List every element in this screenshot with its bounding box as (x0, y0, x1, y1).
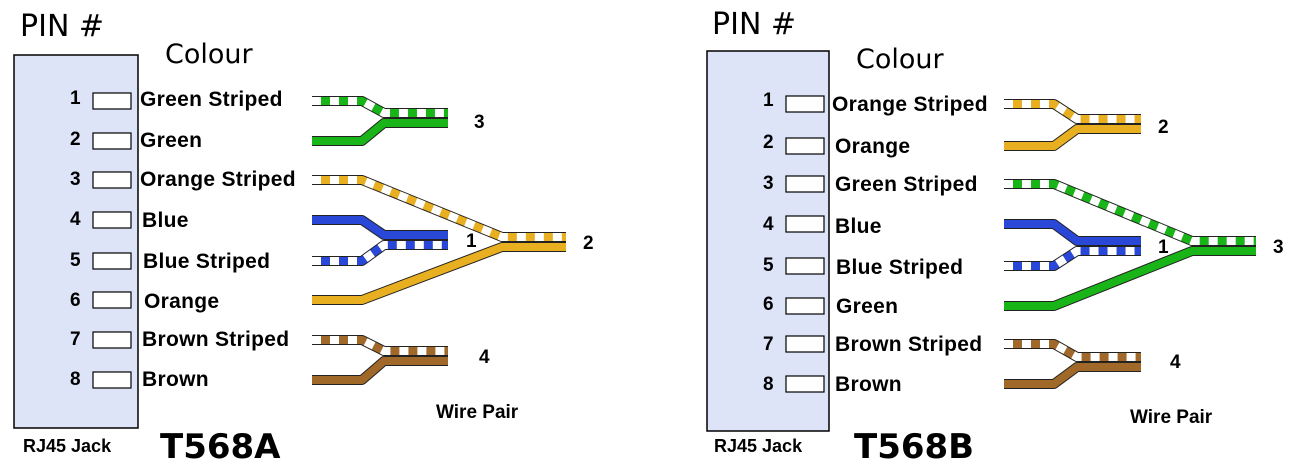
pin-number: 5 (763, 255, 774, 276)
wire-colour-label: Brown (142, 368, 209, 391)
pin-number: 8 (70, 369, 81, 390)
wiring-canvas (706, 50, 1256, 432)
pin-number: 4 (763, 214, 774, 235)
wire-colour-label: Blue Striped (143, 250, 271, 273)
wire-core (312, 243, 566, 304)
pin-socket (785, 137, 825, 155)
pin-number: 7 (70, 329, 81, 350)
pin-socket (92, 92, 132, 110)
wire-stripe (1004, 247, 1141, 270)
pin-number: 6 (70, 290, 81, 311)
pin-number: 8 (763, 374, 774, 395)
rj45-jack-label: RJ45 Jack (714, 436, 803, 456)
wire-core (312, 216, 448, 239)
rj45-jack-body (13, 54, 139, 429)
wire-colour-label: Brown Striped (835, 333, 983, 356)
pin-socket (92, 211, 132, 229)
pair-number: 3 (1273, 237, 1284, 258)
pin-socket (785, 215, 825, 233)
wire-colour-label: Orange (835, 135, 911, 158)
wire-stripe (312, 336, 448, 355)
wire-colour-label: Blue (835, 215, 882, 238)
wire-colour-label: Orange Striped (832, 93, 988, 116)
wire-core (1004, 247, 1256, 310)
pin-socket (92, 371, 132, 389)
pin-number: 6 (763, 294, 774, 315)
wire-stripe (1004, 340, 1141, 361)
wire-colour-label: Brown (835, 373, 902, 396)
pin-number: 4 (70, 209, 81, 230)
pin-socket (785, 257, 825, 275)
standard-title: T568A (160, 427, 281, 467)
wire-colour-label: Brown Striped (142, 328, 290, 351)
wire-core (312, 357, 448, 384)
wiring-canvas (13, 54, 566, 429)
wires (1004, 99, 1256, 389)
wire-colour-label: Blue (142, 209, 189, 232)
pin-header: PIN # (712, 7, 797, 42)
pair-number: 2 (583, 233, 594, 254)
pair-number: 3 (474, 112, 485, 133)
pin-socket (92, 331, 132, 349)
pin-number: 2 (763, 132, 774, 153)
pin-socket (92, 171, 132, 189)
colour-header: Colour (856, 44, 944, 75)
wire-core (1004, 125, 1141, 150)
wire-colour-label: Green (140, 129, 203, 152)
pair-number: 2 (1158, 117, 1169, 138)
pin-socket (785, 335, 825, 353)
pin-number: 7 (763, 334, 774, 355)
wire-colour-label: Green Striped (140, 88, 283, 111)
wires (312, 96, 566, 385)
pin-socket (92, 291, 132, 309)
pin-socket (92, 252, 132, 270)
wire-stripe (312, 176, 566, 241)
diagram-t568b: PIN # Colour 1 2 3 4 5 6 7 8 Orange Stri… (650, 0, 1300, 473)
pair-number: 1 (1158, 237, 1169, 258)
pin-number: 3 (763, 173, 774, 194)
wire-colour-label: Orange (144, 290, 220, 313)
rj45-jack-label: RJ45 Jack (23, 436, 112, 456)
pin-number: 1 (70, 88, 81, 109)
pin-socket (785, 375, 825, 393)
standard-title: T568B (854, 427, 975, 467)
colour-header: Colour (165, 39, 253, 70)
diagram-t568a: PIN # Colour 1 2 3 4 5 6 7 8 Green Strip… (13, 9, 594, 467)
pin-boxes (92, 92, 132, 389)
wire-stripe (312, 97, 448, 117)
pin-number: 5 (70, 250, 81, 271)
pin-socket (785, 95, 825, 113)
wire-stripe (1004, 100, 1141, 123)
rj45-jack-body (706, 50, 830, 432)
pin-boxes (785, 95, 825, 393)
wire-stripe (1004, 180, 1256, 245)
wire-core (1004, 363, 1141, 388)
wire-colour-label: Blue Striped (836, 256, 964, 279)
pair-number: 4 (479, 347, 490, 368)
wire-stripe (312, 241, 448, 265)
wire-colour-label: Orange Striped (140, 168, 296, 191)
wire-pair-label: Wire Pair (436, 402, 519, 423)
wire-pair-label: Wire Pair (1130, 407, 1213, 428)
pin-socket (785, 297, 825, 315)
pin-socket (785, 175, 825, 193)
pin-header: PIN # (20, 9, 105, 44)
pin-number: 3 (70, 169, 81, 190)
pair-number: 1 (466, 231, 477, 252)
pin-number: 2 (70, 129, 81, 150)
wire-colour-label: Green Striped (835, 173, 978, 196)
pair-number: 4 (1170, 352, 1181, 373)
pin-socket (92, 132, 132, 150)
wire-colour-label: Green (836, 295, 899, 318)
wire-core (1004, 220, 1141, 245)
pin-number: 1 (763, 90, 774, 111)
wire-core (312, 119, 448, 145)
